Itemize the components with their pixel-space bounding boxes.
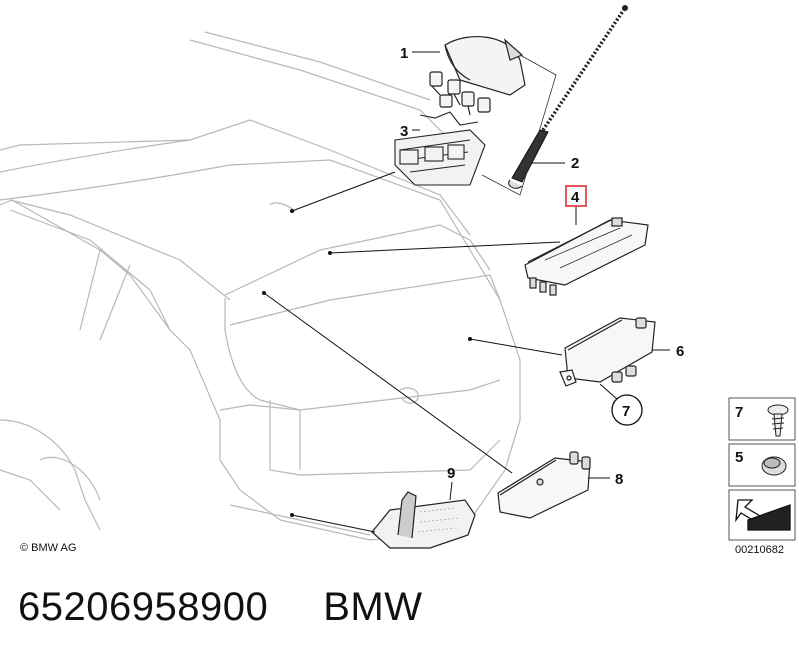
callout-1: 1 bbox=[400, 45, 408, 62]
callout-3: 3 bbox=[400, 123, 408, 140]
callout-4: 4 bbox=[571, 189, 580, 206]
callout-4-highlight-box bbox=[565, 185, 587, 207]
brand-label: BMW bbox=[323, 585, 423, 629]
legend-number-5: 5 bbox=[735, 449, 743, 466]
connector-holder bbox=[394, 111, 486, 186]
legend-number-7: 7 bbox=[735, 404, 743, 421]
shark-fin-antenna bbox=[429, 36, 526, 116]
parts-diagram: 1 3 2 4 6 7 8 9 © BMW AG 7 5 00210682 bbox=[0, 5, 796, 556]
screw-icon bbox=[767, 404, 789, 437]
arrow-icon bbox=[735, 499, 791, 531]
drawing-number: 00210682 bbox=[735, 544, 784, 556]
part-number: 65206958900 bbox=[18, 585, 269, 629]
rod-antenna bbox=[481, 5, 628, 196]
callout-7-circle bbox=[611, 394, 643, 426]
leader-dots bbox=[262, 209, 472, 517]
callout-6: 6 bbox=[676, 343, 684, 360]
legend-panel: 7 5 bbox=[728, 397, 796, 541]
copyright-label: © BMW AG bbox=[20, 542, 76, 554]
callout-2: 2 bbox=[571, 155, 579, 172]
car-body-outline bbox=[0, 31, 521, 541]
antenna-cover bbox=[371, 491, 476, 549]
part-number-caption: 65206958900 BMW bbox=[18, 585, 422, 630]
leader-lines bbox=[263, 51, 670, 533]
callout-7: 7 bbox=[622, 403, 630, 420]
callout-9: 9 bbox=[447, 465, 455, 482]
antenna-amplifier bbox=[524, 217, 649, 296]
grommet-icon bbox=[761, 456, 787, 476]
callout-8: 8 bbox=[615, 471, 623, 488]
tuner-module bbox=[497, 451, 591, 519]
control-module bbox=[559, 317, 656, 387]
